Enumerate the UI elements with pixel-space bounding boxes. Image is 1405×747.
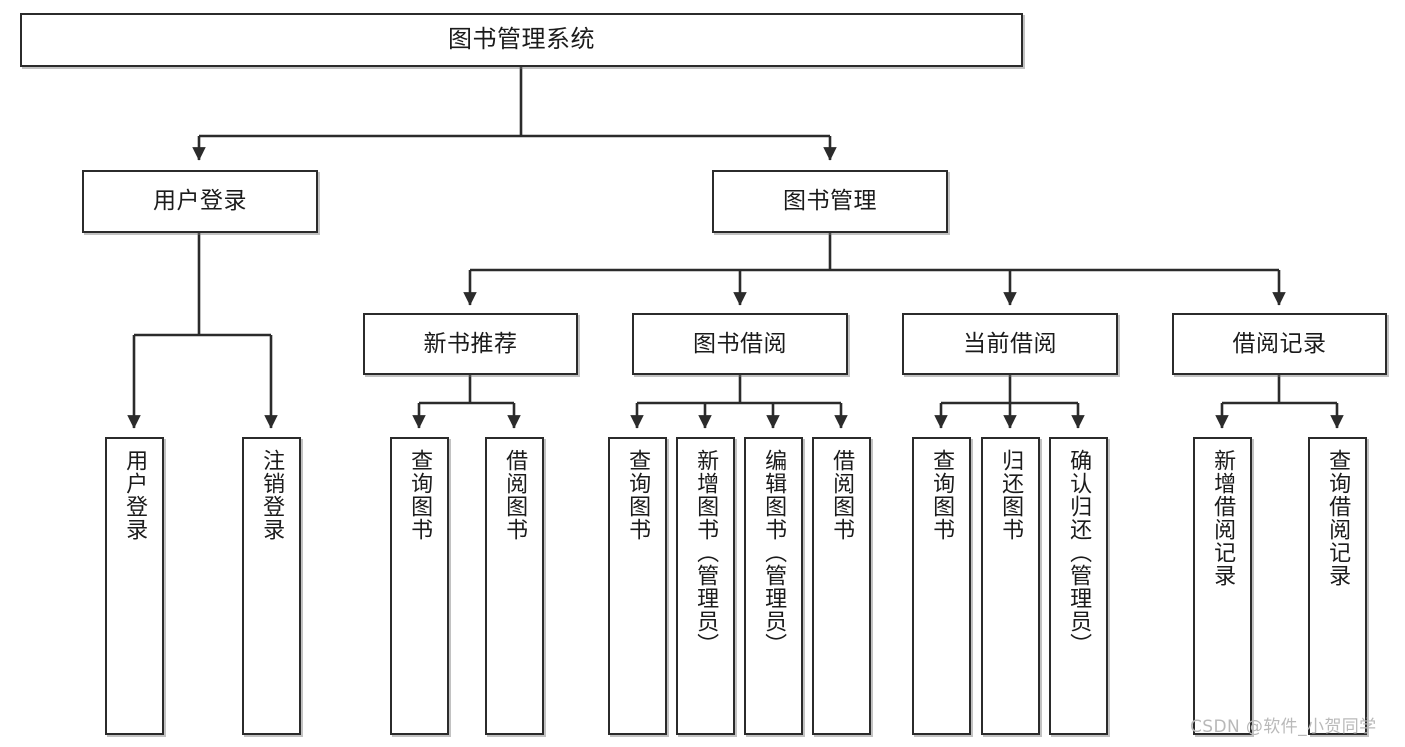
node-borrow-record[interactable]: 借阅记录 xyxy=(1172,313,1387,375)
node-label: 注销登录 xyxy=(259,449,285,541)
node-label: 新增借阅记录 xyxy=(1210,449,1236,587)
leaf-book-borrow-query-book[interactable]: 查询图书 xyxy=(608,437,667,735)
node-label: 归还图书 xyxy=(998,449,1024,541)
node-label: 查询图书 xyxy=(407,449,433,541)
node-label: 借阅图书 xyxy=(829,449,855,541)
leaf-book-borrow-borrow-book[interactable]: 借阅图书 xyxy=(812,437,871,735)
leaf-borrow-record-add-record[interactable]: 新增借阅记录 xyxy=(1193,437,1252,735)
node-label: 编辑图书（管理员） xyxy=(761,449,787,656)
leaf-user-login-logout[interactable]: 注销登录 xyxy=(242,437,301,735)
node-new-book-recommend[interactable]: 新书推荐 xyxy=(363,313,578,375)
node-label: 新增图书（管理员） xyxy=(693,449,719,656)
node-label: 图书借阅 xyxy=(693,330,787,357)
leaf-user-login-login[interactable]: 用户登录 xyxy=(105,437,164,735)
node-label: 查询图书 xyxy=(625,449,651,541)
node-label: 图书管理 xyxy=(783,188,877,215)
leaf-current-borrow-confirm-return-admin[interactable]: 确认归还（管理员） xyxy=(1049,437,1108,735)
leaf-book-borrow-edit-book-admin[interactable]: 编辑图书（管理员） xyxy=(744,437,803,735)
node-label: 用户登录 xyxy=(122,449,148,541)
leaf-borrow-record-query-record[interactable]: 查询借阅记录 xyxy=(1308,437,1367,735)
node-label: 用户登录 xyxy=(153,188,247,215)
watermark-text: CSDN @软件_小贺同学 xyxy=(1190,717,1377,737)
node-label: 借阅记录 xyxy=(1232,330,1327,357)
leaf-book-borrow-add-book-admin[interactable]: 新增图书（管理员） xyxy=(676,437,735,735)
node-label: 查询图书 xyxy=(929,449,955,541)
leaf-current-borrow-return-book[interactable]: 归还图书 xyxy=(981,437,1040,735)
node-label: 查询借阅记录 xyxy=(1325,449,1351,587)
leaf-new-book-borrow-book[interactable]: 借阅图书 xyxy=(485,437,544,735)
leaf-new-book-query-book[interactable]: 查询图书 xyxy=(390,437,449,735)
node-label: 确认归还（管理员） xyxy=(1066,449,1092,656)
node-label: 图书管理系统 xyxy=(448,25,595,54)
leaf-current-borrow-query-book[interactable]: 查询图书 xyxy=(912,437,971,735)
node-book-management[interactable]: 图书管理 xyxy=(712,170,948,233)
node-user-login[interactable]: 用户登录 xyxy=(82,170,318,233)
node-label: 当前借阅 xyxy=(963,330,1057,357)
node-book-borrow[interactable]: 图书借阅 xyxy=(632,313,848,375)
node-root-book-management-system[interactable]: 图书管理系统 xyxy=(20,13,1023,67)
node-label: 新书推荐 xyxy=(423,330,518,357)
node-current-borrow[interactable]: 当前借阅 xyxy=(902,313,1118,375)
node-label: 借阅图书 xyxy=(502,449,528,541)
